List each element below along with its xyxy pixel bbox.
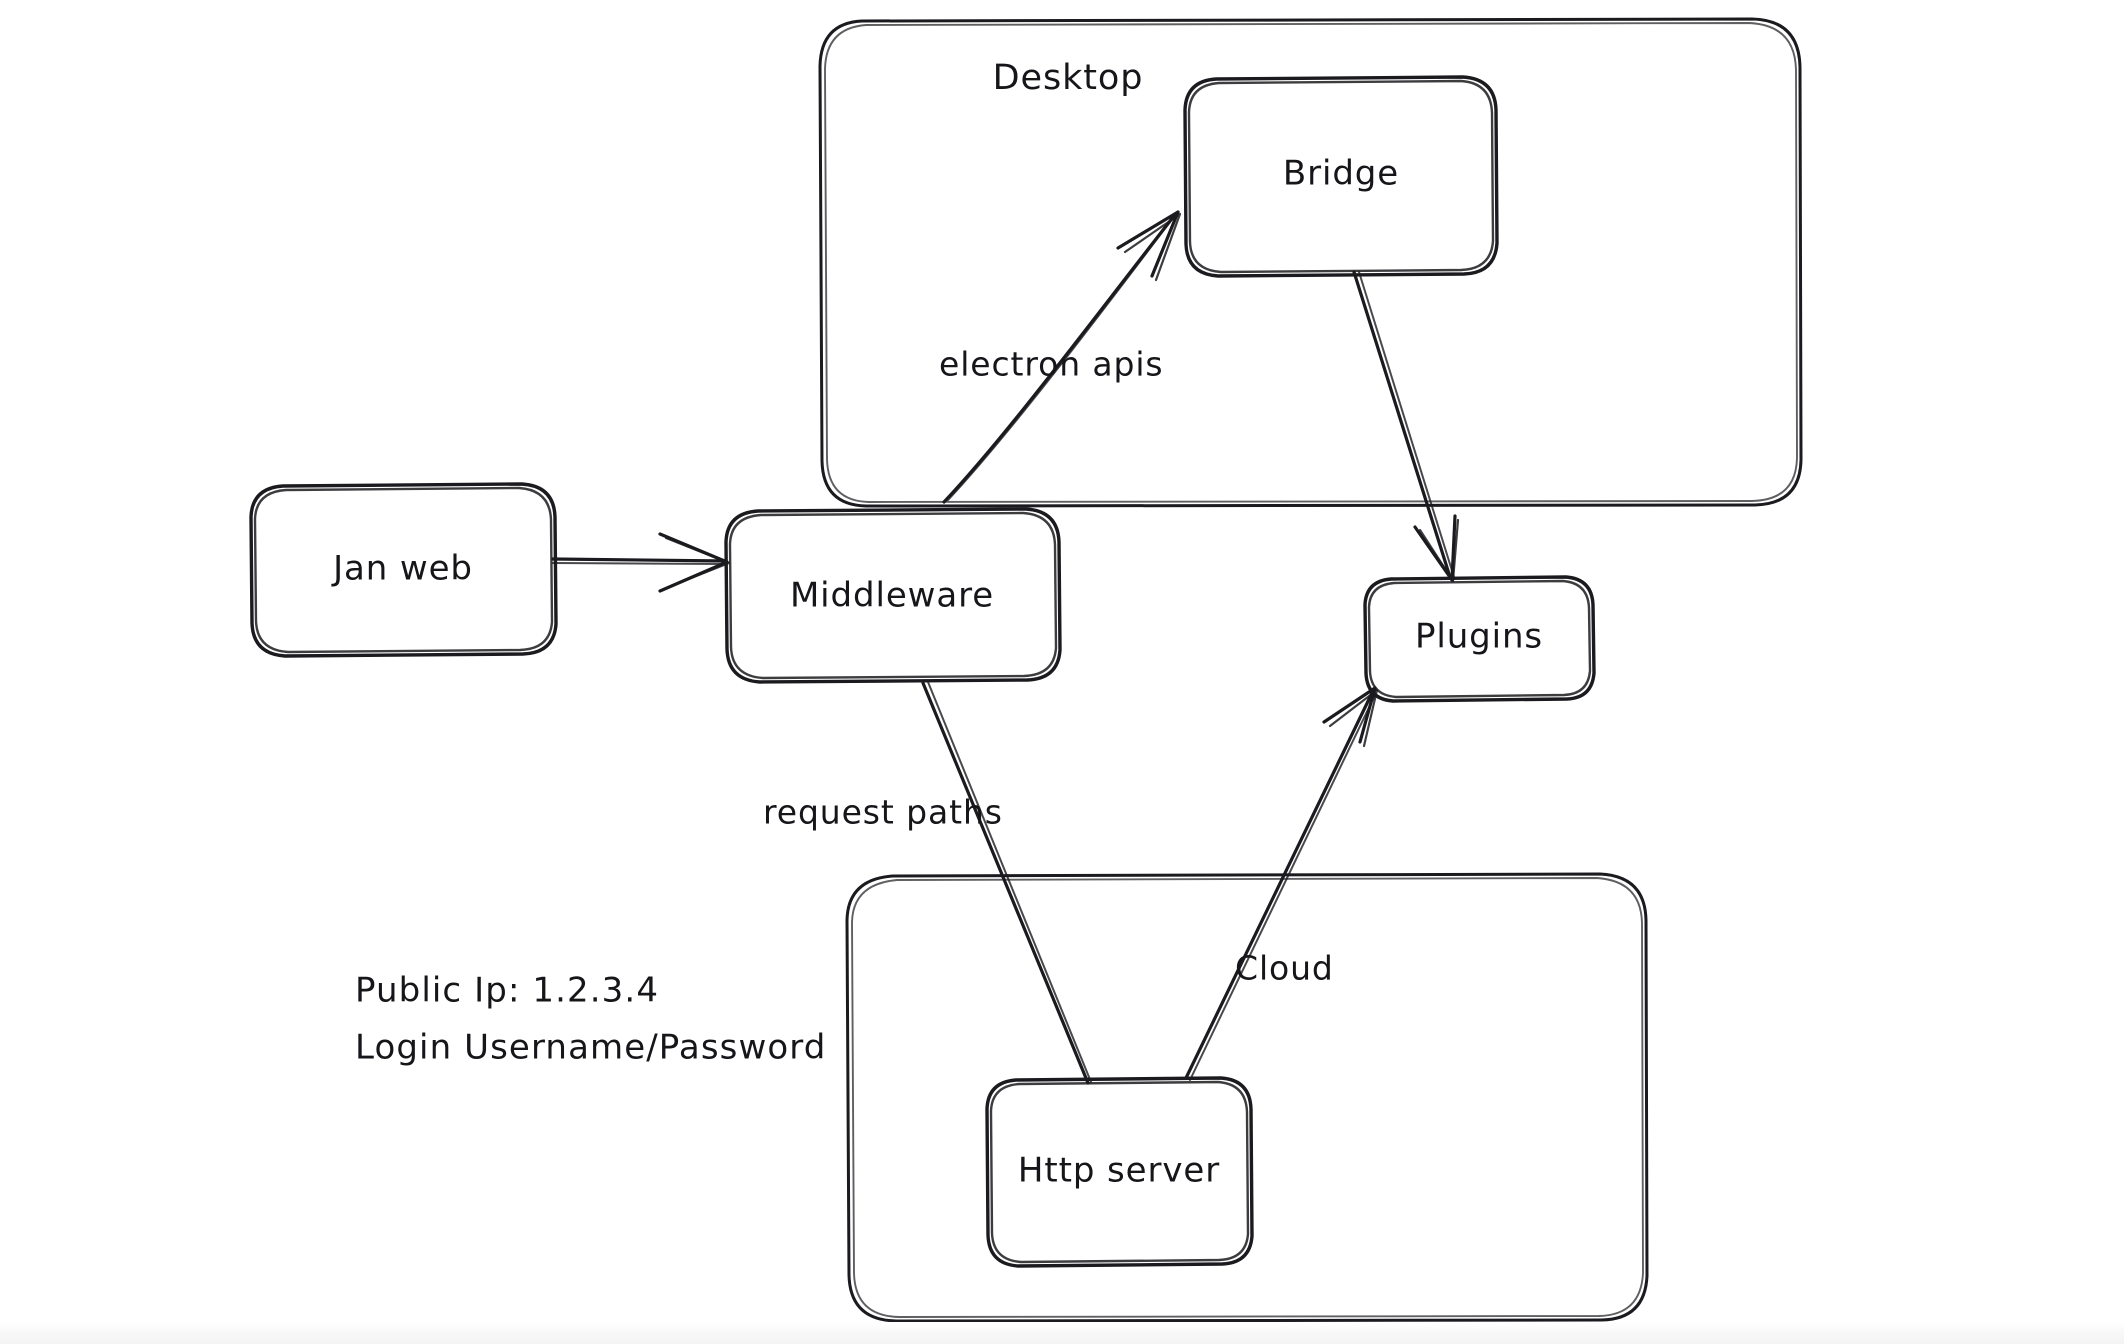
desktop-group-label: Desktop [993, 58, 1144, 98]
middleware-box-outline [724, 507, 1062, 684]
http-server-box-outline-second-pass [989, 1080, 1250, 1264]
plugins-label: Plugins [1415, 617, 1543, 657]
request-paths-edge-line-second-pass [927, 681, 1092, 1083]
electron-apis-arrowhead-lower [1150, 210, 1180, 278]
desktop-group-outline-second-pass [824, 22, 1798, 503]
electron-apis-edge-line-second-pass [947, 213, 1177, 501]
cloud-group-outline-second-pass [851, 877, 1644, 1318]
edge-label-request-paths: request paths [763, 793, 1003, 832]
bridge-box-outline-second-pass [1187, 79, 1495, 274]
edge-http-server-to-plugins[interactable] [1184, 686, 1379, 1081]
jan-web-box-outline [249, 482, 558, 658]
electron-apis-arrowhead-upper [1116, 210, 1180, 250]
node-bridge[interactable]: Bridge [1183, 75, 1499, 278]
bridge-plugins-edge-line [1352, 270, 1452, 579]
janweb-middleware-edge-line-second-pass [552, 562, 725, 565]
http-server-box-outline [985, 1076, 1254, 1268]
cloud-group-outline [845, 872, 1649, 1323]
edge-jan-web-to-middleware[interactable] [551, 532, 731, 593]
node-jan-web[interactable]: Jan web [249, 482, 558, 658]
electron-apis-edge-line [942, 214, 1176, 504]
note-login: Login Username/Password [355, 1028, 826, 1068]
note-public-ip: Public Ip: 1.2.3.4 [355, 971, 659, 1011]
plugins-box-outline-second-pass [1367, 579, 1592, 699]
http-server-label: Http server [1018, 1151, 1220, 1191]
desktop-group-outline [818, 17, 1803, 508]
node-plugins[interactable]: Plugins [1363, 575, 1596, 703]
janweb-middleware-edge-line [551, 557, 728, 563]
bridge-plugins-arrowhead-second-pass [1418, 518, 1460, 583]
edge-label-cloud: Cloud [1235, 949, 1334, 988]
bridge-plugins-arrowhead-right [1450, 514, 1457, 582]
edge-middleware-to-http-server[interactable] [921, 681, 1092, 1085]
edge-label-electron-apis: electron apis [939, 345, 1164, 384]
cloud-arrowhead-second-pass [1328, 688, 1379, 748]
group-cloud[interactable] [845, 872, 1649, 1323]
cloud-arrowhead-lower [1358, 686, 1377, 744]
request-paths-edge-line [921, 681, 1090, 1085]
plugins-box-outline [1363, 575, 1596, 703]
bridge-label: Bridge [1283, 154, 1399, 194]
cloud-arrowhead-upper [1322, 686, 1377, 724]
middleware-label: Middleware [790, 576, 994, 616]
electron-apis-arrowhead-second-pass [1123, 212, 1182, 282]
jan-web-box-outline-second-pass [253, 486, 554, 654]
node-http-server[interactable]: Http server [985, 1076, 1254, 1268]
cloud-edge-line [1184, 691, 1374, 1080]
note-credentials[interactable]: Public Ip: 1.2.3.4 Login Username/Passwo… [355, 971, 826, 1068]
node-middleware[interactable]: Middleware [724, 507, 1062, 684]
edge-bridge-to-plugins[interactable] [1352, 270, 1460, 583]
janweb-middleware-arrowhead-second-pass [664, 536, 731, 590]
cloud-edge-line-second-pass [1189, 694, 1376, 1081]
bridge-box-outline [1183, 75, 1499, 278]
group-desktop[interactable]: Desktop [818, 17, 1803, 508]
bridge-plugins-edge-line-second-pass [1358, 271, 1455, 578]
edge-middleware-to-bridge[interactable] [942, 210, 1182, 504]
middleware-box-outline-second-pass [728, 511, 1058, 680]
jan-web-label: Jan web [331, 549, 473, 589]
